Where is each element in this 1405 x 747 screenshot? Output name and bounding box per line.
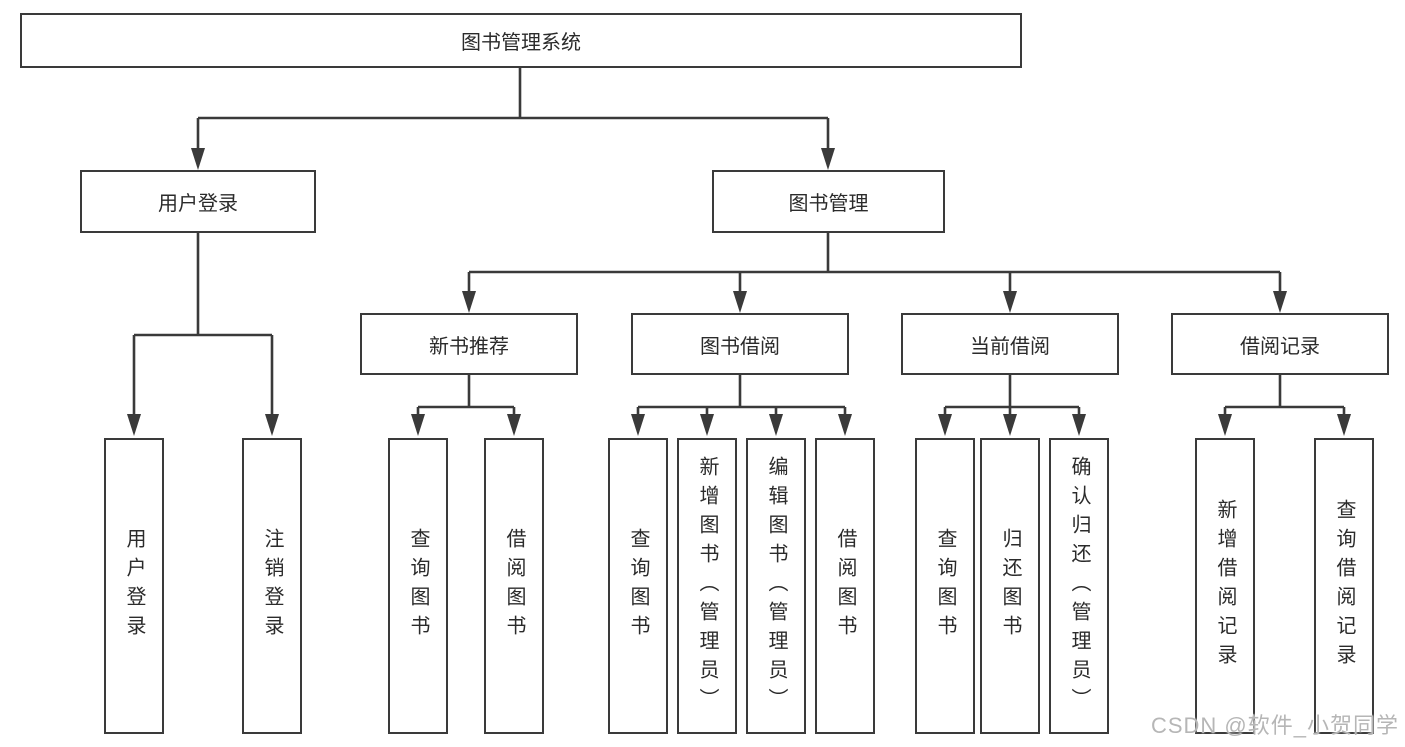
- node-book-borrow: 图书借阅: [631, 313, 849, 375]
- node-book-management: 图书管理: [712, 170, 945, 233]
- node-user-login: 用户登录: [80, 170, 316, 233]
- node-root: 图书管理系统: [20, 13, 1022, 68]
- leaf-add-borrow-record: 新增借阅记录: [1195, 438, 1255, 734]
- csdn-watermark: CSDN @软件_小贺同学: [1150, 713, 1399, 738]
- leaf-return-books: 归还图书: [980, 438, 1040, 734]
- leaf-borrow-books-recommend: 借阅图书: [484, 438, 544, 734]
- connector-book-borrow-to-leaves: [631, 375, 852, 436]
- connector-book-management-to-level3: [462, 233, 1287, 313]
- leaf-logout-login: 注销登录: [242, 438, 302, 734]
- connector-borrow-records-to-leaves: [1218, 375, 1351, 436]
- leaf-query-books-recommend: 查询图书: [388, 438, 448, 734]
- leaf-borrow-books: 借阅图书: [815, 438, 875, 734]
- leaf-edit-books-admin: 编辑图书（管理员）: [746, 438, 806, 734]
- leaf-query-books-borrow: 查询图书: [608, 438, 668, 734]
- leaf-confirm-return-admin: 确认归还（管理员）: [1049, 438, 1109, 734]
- leaf-query-books-current: 查询图书: [915, 438, 975, 734]
- connector-current-borrow-to-leaves: [938, 375, 1086, 436]
- node-new-book-recommend: 新书推荐: [360, 313, 578, 375]
- leaf-query-borrow-record: 查询借阅记录: [1314, 438, 1374, 734]
- connector-root-to-level2: [191, 68, 835, 170]
- leaf-user-login: 用户登录: [104, 438, 164, 734]
- connector-new-book-recommend-to-leaves: [411, 375, 521, 436]
- node-current-borrow: 当前借阅: [901, 313, 1119, 375]
- connector-user-login-to-leaves: [127, 233, 279, 436]
- node-borrow-records: 借阅记录: [1171, 313, 1389, 375]
- leaf-add-books-admin: 新增图书（管理员）: [677, 438, 737, 734]
